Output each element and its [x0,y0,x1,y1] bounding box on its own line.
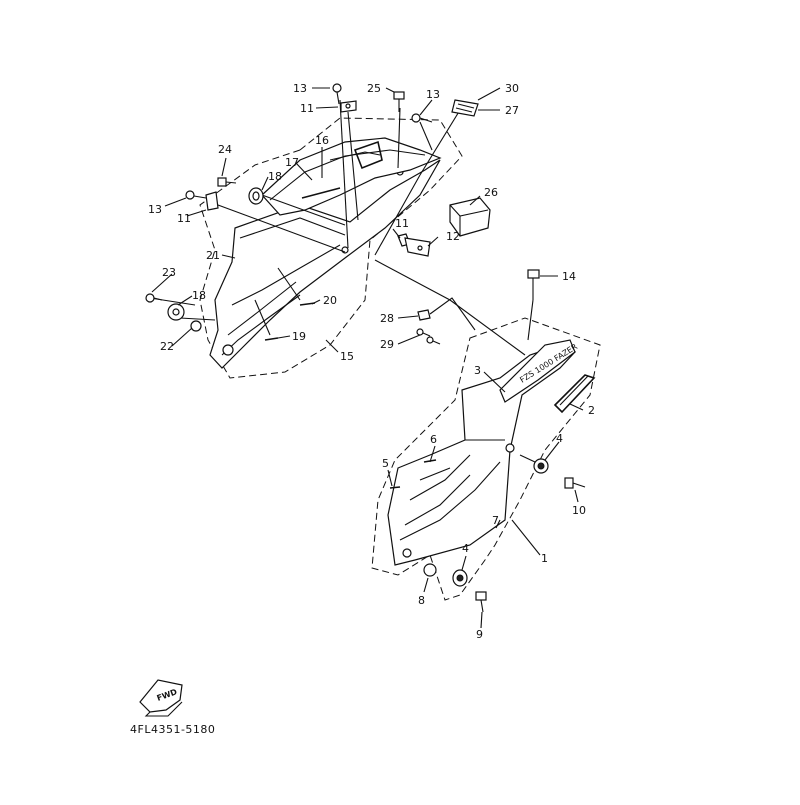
strip-5 [389,486,401,489]
callout-5: 5 [382,457,389,470]
callout-18-lower: 18 [192,289,206,302]
assembly-1-outline [371,317,601,601]
callout-27: 27 [505,104,519,117]
decal-16 [353,140,383,170]
callout-11-right: 11 [395,217,409,230]
screw-23 [145,293,163,303]
screw-10 [564,477,586,489]
callout-11-left: 11 [177,212,191,225]
reflector-30-27 [451,99,479,117]
callout-10: 10 [572,504,586,517]
side-cover-15 [209,159,441,369]
callout-8: 8 [418,594,425,607]
callout-7: 7 [492,514,499,527]
callout-30: 30 [505,82,519,95]
callout-13-left: 13 [148,203,162,216]
collar-22 [190,320,202,332]
screw-13-right [411,113,433,123]
callout-3: 3 [474,364,481,377]
grommet-4-upper [533,458,549,474]
callout-19: 19 [292,330,306,343]
callout-18-upper: 18 [268,170,282,183]
callout-17: 17 [285,156,299,169]
lower-cover-assembly: FZS 1000 FAZER [371,269,601,613]
callout-14: 14 [562,270,576,283]
screw-13-left [185,190,207,200]
callout-6: 6 [430,433,437,446]
callout-11-top: 11 [300,102,314,115]
callout-28: 28 [380,312,394,325]
grommet-hole [222,344,234,356]
screw-24 [217,177,237,187]
collar-8 [423,563,437,577]
strip-17 [301,187,341,199]
callout-24: 24 [218,143,232,156]
callouts: 13 11 25 13 30 27 16 17 24 18 13 11 21 2… [148,82,595,641]
callout-2: 2 [588,404,595,417]
screw-25 [393,91,405,112]
callout-4-upper: 4 [556,432,563,445]
callout-26: 26 [484,186,498,199]
upper-tail-panel [261,137,442,216]
callout-13-top: 13 [293,82,307,95]
grommet-18-lower [167,303,185,321]
callout-13-right: 13 [426,88,440,101]
screw-13-top [332,83,342,105]
screw-29b [426,336,441,345]
trim-strip-2 [553,374,596,414]
clip-28 [417,297,476,331]
nut-11-top [340,100,357,113]
upper-cover-assembly [145,83,526,379]
callout-22: 22 [160,340,174,353]
callout-1: 1 [541,552,548,565]
strip-19 [264,337,279,341]
fwd-arrow: FWD [139,679,183,717]
part-code: 4FL4351-5180 [130,723,215,736]
grommet-18-upper [248,187,264,205]
callout-16: 16 [315,134,329,147]
nut-11-left [205,191,219,211]
callout-15: 15 [340,350,354,363]
callout-20: 20 [323,294,337,307]
callout-21: 21 [206,249,220,262]
callout-9: 9 [476,628,483,641]
callout-23: 23 [162,266,176,279]
bracket-12 [404,237,431,257]
screw-9 [475,591,487,613]
callout-29: 29 [380,338,394,351]
screw-29a [416,328,431,337]
bracket-26 [449,197,491,237]
screw-14 [527,269,540,341]
callout-12: 12 [446,230,460,243]
callout-4-lower: 4 [462,542,469,555]
callout-25: 25 [367,82,381,95]
decal-panel-3 [499,339,576,403]
grommet-4-lower [452,569,468,587]
